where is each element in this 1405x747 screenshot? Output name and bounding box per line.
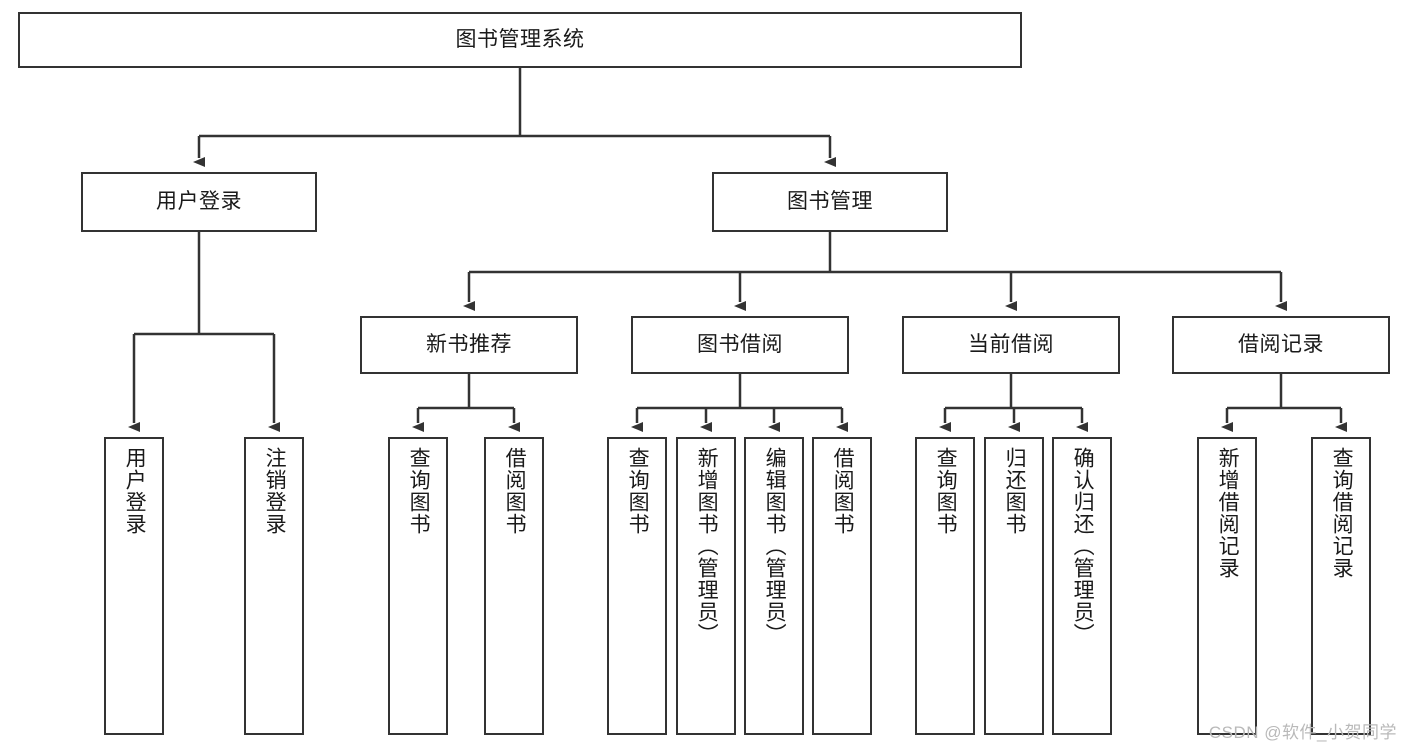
node-leaf-user-login[interactable]: 用户登录 bbox=[104, 437, 164, 735]
node-new-book-recommend[interactable]: 新书推荐 bbox=[360, 316, 578, 374]
node-leaf-query-book-2-label: 查询图书 bbox=[626, 447, 650, 535]
node-book-borrow-label: 图书借阅 bbox=[697, 333, 783, 357]
node-leaf-user-login-label: 用户登录 bbox=[123, 447, 147, 535]
node-leaf-borrow-book-1-label: 借阅图书 bbox=[503, 447, 527, 535]
node-current-borrow-label: 当前借阅 bbox=[968, 333, 1054, 357]
node-root-label: 图书管理系统 bbox=[455, 28, 585, 52]
node-leaf-query-record[interactable]: 查询借阅记录 bbox=[1311, 437, 1371, 735]
node-book-manage[interactable]: 图书管理 bbox=[712, 172, 948, 232]
node-leaf-add-record-label: 新增借阅记录 bbox=[1216, 447, 1240, 579]
node-leaf-query-record-label: 查询借阅记录 bbox=[1330, 447, 1354, 579]
node-leaf-confirm-return-label: 确认归还（管理员） bbox=[1071, 447, 1095, 645]
node-user-login[interactable]: 用户登录 bbox=[81, 172, 317, 232]
node-leaf-borrow-book-1[interactable]: 借阅图书 bbox=[484, 437, 544, 735]
node-leaf-logout[interactable]: 注销登录 bbox=[244, 437, 304, 735]
node-leaf-add-record[interactable]: 新增借阅记录 bbox=[1197, 437, 1257, 735]
node-new-book-recommend-label: 新书推荐 bbox=[426, 333, 512, 357]
node-leaf-query-book-1[interactable]: 查询图书 bbox=[388, 437, 448, 735]
node-leaf-borrow-book-2[interactable]: 借阅图书 bbox=[812, 437, 872, 735]
node-leaf-add-book-label: 新增图书（管理员） bbox=[695, 447, 719, 645]
node-leaf-return-book[interactable]: 归还图书 bbox=[984, 437, 1044, 735]
node-borrow-record-label: 借阅记录 bbox=[1238, 333, 1324, 357]
node-leaf-borrow-book-2-label: 借阅图书 bbox=[831, 447, 855, 535]
node-leaf-edit-book-label: 编辑图书（管理员） bbox=[763, 447, 787, 645]
node-leaf-logout-label: 注销登录 bbox=[263, 447, 287, 535]
node-book-borrow[interactable]: 图书借阅 bbox=[631, 316, 849, 374]
node-leaf-edit-book[interactable]: 编辑图书（管理员） bbox=[744, 437, 804, 735]
node-leaf-query-book-3[interactable]: 查询图书 bbox=[915, 437, 975, 735]
node-leaf-query-book-2[interactable]: 查询图书 bbox=[607, 437, 667, 735]
node-user-login-label: 用户登录 bbox=[156, 190, 242, 214]
node-book-manage-label: 图书管理 bbox=[787, 190, 873, 214]
csdn-watermark: CSDN @软件_小贺同学 bbox=[1208, 723, 1397, 742]
node-current-borrow[interactable]: 当前借阅 bbox=[902, 316, 1120, 374]
node-leaf-query-book-1-label: 查询图书 bbox=[407, 447, 431, 535]
node-leaf-return-book-label: 归还图书 bbox=[1003, 447, 1027, 535]
node-leaf-add-book[interactable]: 新增图书（管理员） bbox=[676, 437, 736, 735]
node-borrow-record[interactable]: 借阅记录 bbox=[1172, 316, 1390, 374]
node-leaf-confirm-return[interactable]: 确认归还（管理员） bbox=[1052, 437, 1112, 735]
node-root[interactable]: 图书管理系统 bbox=[18, 12, 1022, 68]
node-leaf-query-book-3-label: 查询图书 bbox=[934, 447, 958, 535]
